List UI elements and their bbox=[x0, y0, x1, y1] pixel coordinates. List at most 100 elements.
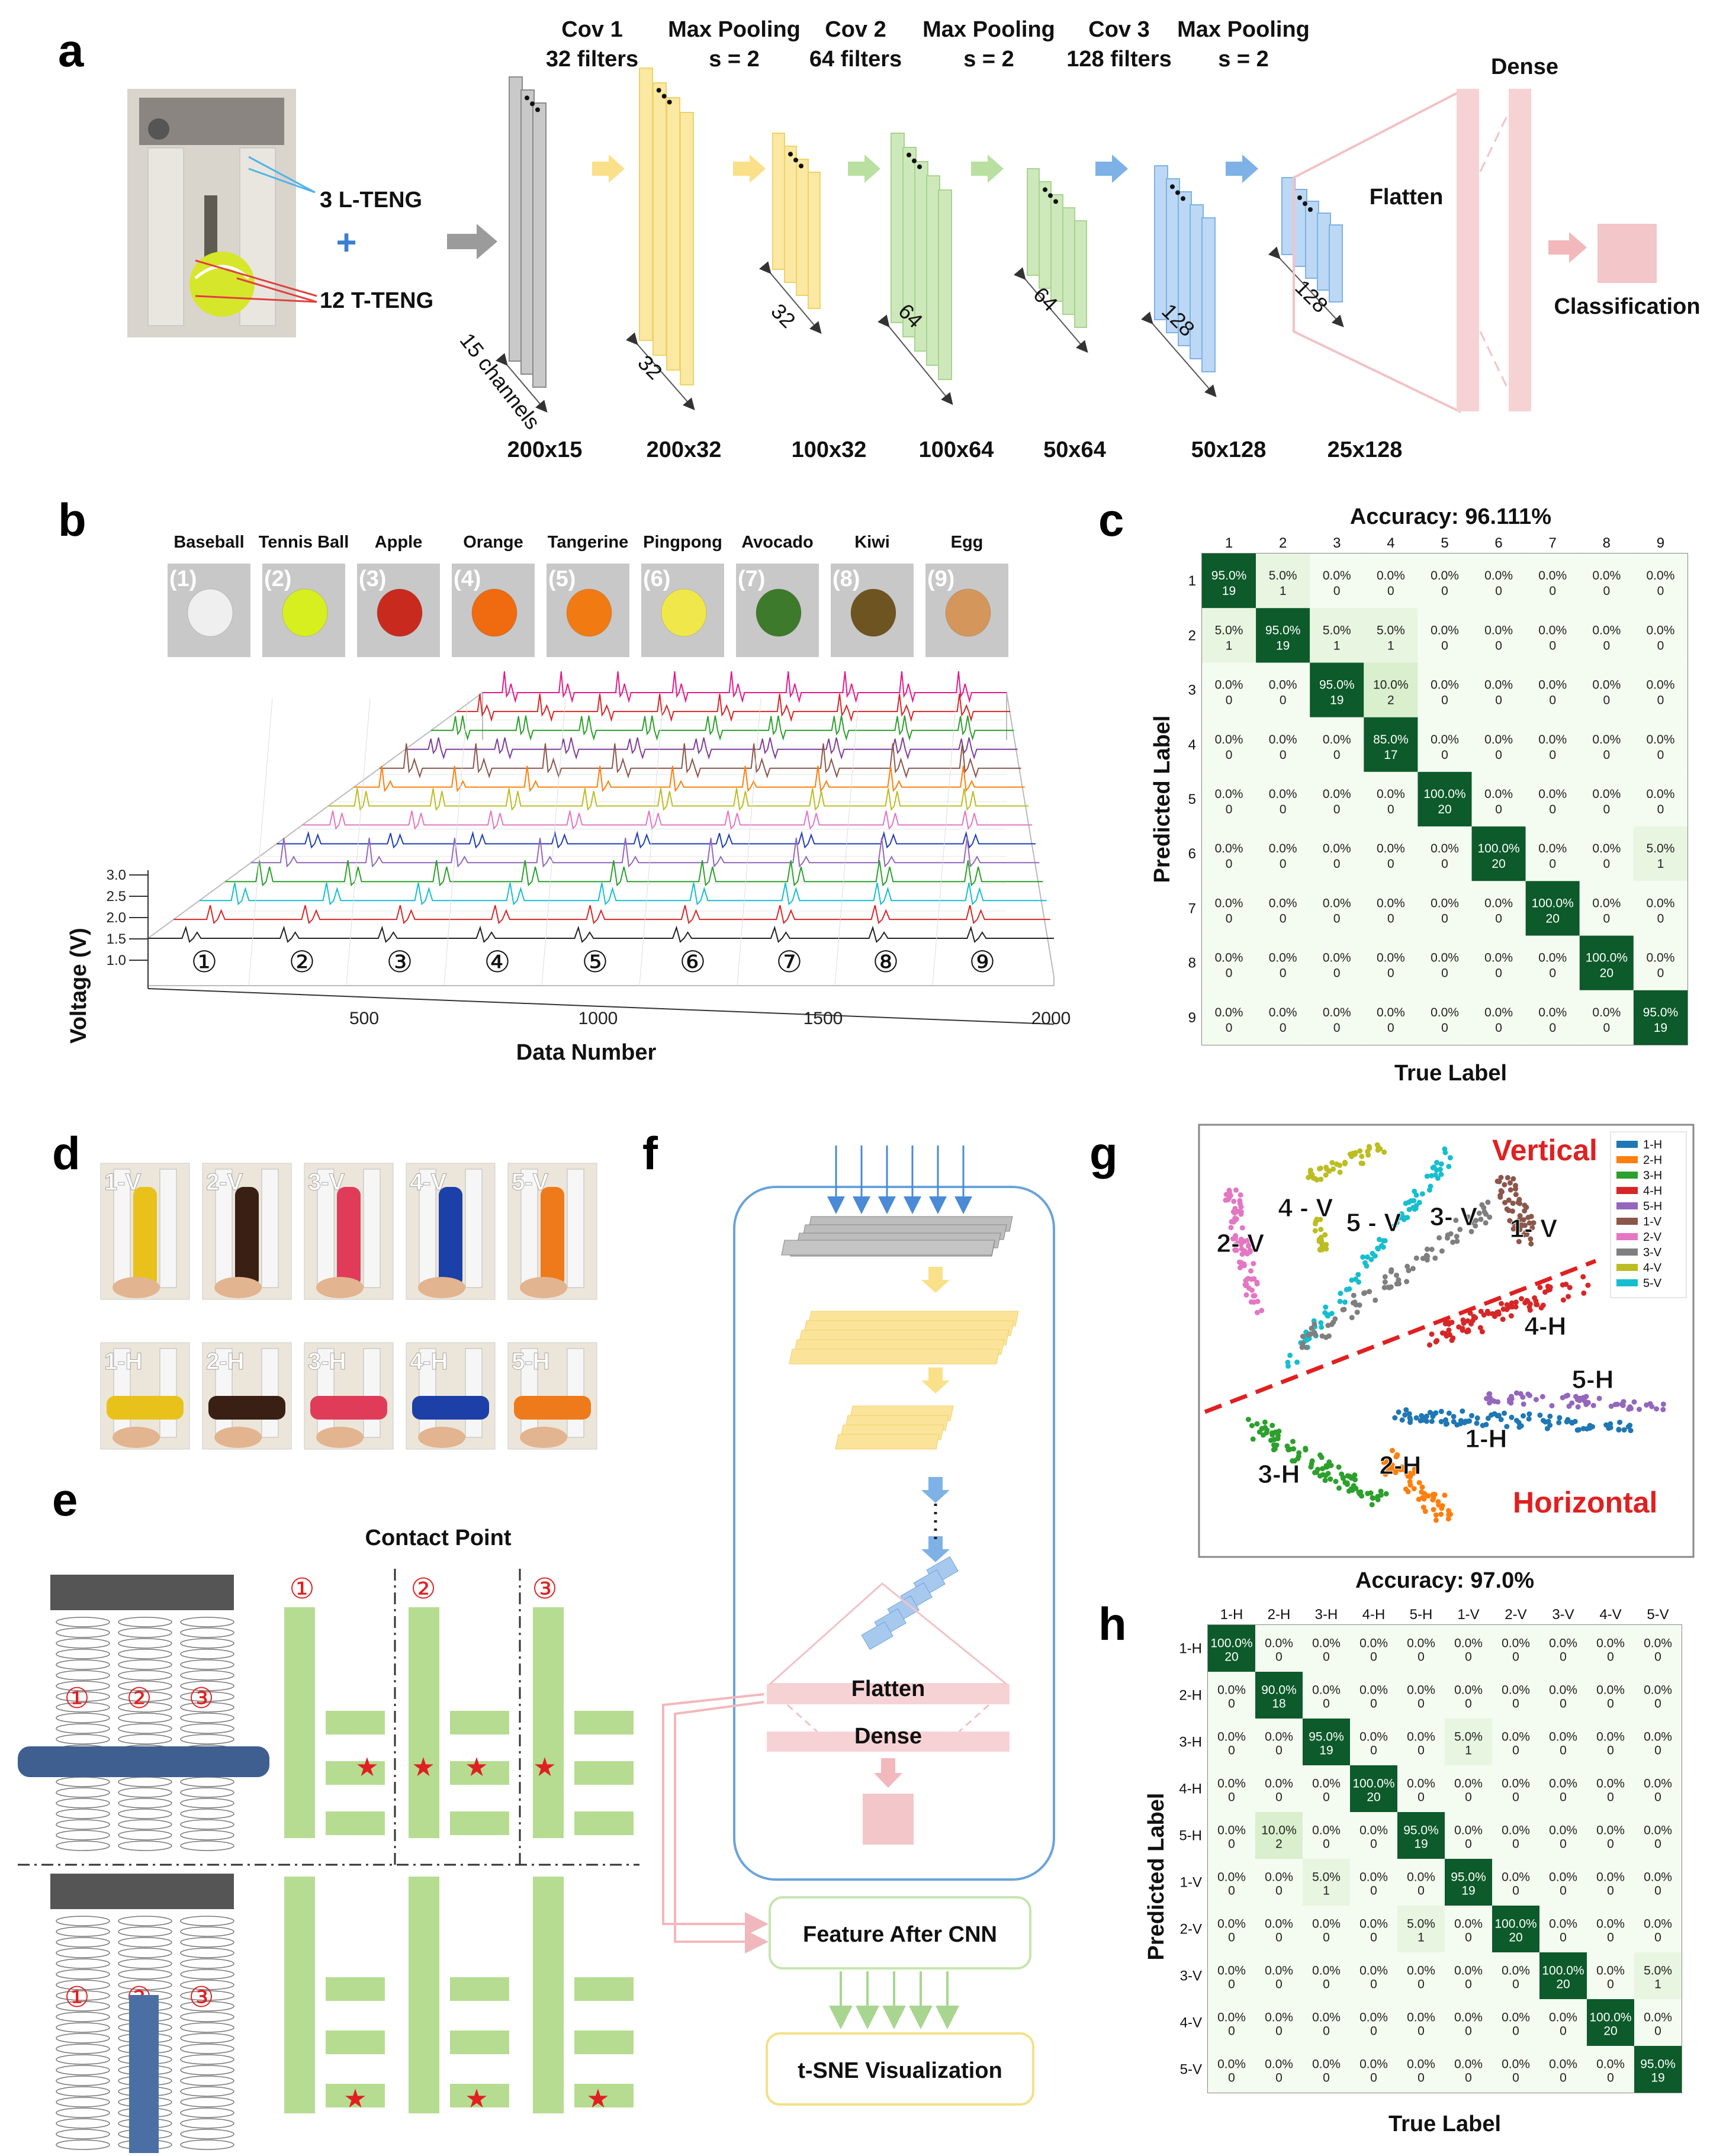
cell-count: 0 bbox=[1418, 1978, 1425, 1991]
cell-percent: 95.0% bbox=[1309, 1730, 1344, 1744]
tsne-point bbox=[1478, 1308, 1484, 1314]
layer-title: Cov 2 bbox=[825, 17, 886, 42]
object-shape bbox=[337, 1187, 361, 1288]
tsne-point bbox=[1465, 1214, 1471, 1220]
finger-segment bbox=[56, 1713, 110, 1723]
cluster-label: 2- V bbox=[1217, 1229, 1265, 1258]
cell-count: 0 bbox=[1549, 639, 1556, 652]
cell-percent: 0.0% bbox=[1312, 1824, 1341, 1838]
tsne-point bbox=[1382, 1238, 1388, 1244]
cell-percent: 0.0% bbox=[1312, 2058, 1341, 2071]
cell-percent: 0.0% bbox=[1269, 1006, 1297, 1019]
cell-count: 0 bbox=[1333, 1021, 1341, 1035]
tsne-point bbox=[1424, 1173, 1430, 1179]
panel-c: c Accuracy: 96.111% 95.0%195.0%10.0%00.0… bbox=[1098, 494, 1688, 1086]
cell-percent: 0.0% bbox=[1647, 787, 1675, 801]
cell-count: 0 bbox=[1495, 1021, 1502, 1035]
gripper-finger bbox=[520, 1348, 538, 1438]
cell-percent: 0.0% bbox=[1454, 2058, 1483, 2071]
sensor-pad bbox=[326, 2030, 385, 2054]
finger-segment bbox=[56, 2054, 110, 2065]
gripper-finger bbox=[520, 1169, 538, 1288]
tsne-point bbox=[1590, 1402, 1596, 1408]
finger-segment bbox=[180, 1798, 234, 1809]
tsne-point bbox=[1406, 1206, 1412, 1212]
feature-map-layer bbox=[784, 146, 797, 283]
tsne-point bbox=[1583, 1394, 1589, 1399]
contact-star-icon: ★ bbox=[465, 2084, 488, 2113]
x-axis-label: True Label bbox=[1394, 1061, 1507, 1086]
tsne-point bbox=[1473, 1218, 1479, 1224]
cell-count: 20 bbox=[1509, 1931, 1522, 1945]
cell-count: 0 bbox=[1280, 857, 1287, 871]
dimension-label: 50x128 bbox=[1191, 437, 1267, 462]
layer-title: Cov 3 bbox=[1088, 17, 1149, 42]
tsne-point bbox=[1324, 1166, 1330, 1172]
cell-count: 0 bbox=[1323, 1791, 1330, 1804]
cell-count: 0 bbox=[1495, 694, 1502, 707]
cell-percent: 0.0% bbox=[1502, 2058, 1530, 2071]
contact-star-icon: ★ bbox=[465, 1753, 488, 1782]
cell-count: 0 bbox=[1333, 967, 1341, 980]
tsne-point bbox=[1528, 1241, 1534, 1247]
tsne-point bbox=[1309, 1325, 1314, 1331]
matrix-cell bbox=[1350, 1625, 1397, 1672]
tsne-point bbox=[1333, 1479, 1339, 1484]
hand-shape bbox=[418, 1427, 465, 1448]
feature-label: Feature After CNN bbox=[803, 1922, 997, 1947]
cell-count: 0 bbox=[1228, 1931, 1235, 1945]
legend-label: 1-V bbox=[1643, 1215, 1662, 1228]
plot-box-edge bbox=[147, 692, 1055, 977]
cell-count: 0 bbox=[1657, 584, 1664, 598]
finger-segment bbox=[180, 2118, 234, 2129]
tsne-point bbox=[1427, 1410, 1433, 1415]
feature-map-layer bbox=[808, 172, 821, 309]
cell-percent: 0.0% bbox=[1596, 1964, 1625, 1978]
tsne-point bbox=[1360, 1161, 1365, 1166]
tsne-point bbox=[1378, 1488, 1384, 1494]
tsne-point bbox=[1243, 1292, 1249, 1298]
tsne-point bbox=[1654, 1406, 1660, 1412]
tsne-point bbox=[1435, 1499, 1441, 1505]
finger-segment bbox=[180, 1670, 234, 1681]
matrix-cell bbox=[1364, 990, 1418, 1045]
feature-map-layer bbox=[772, 133, 785, 270]
legend-swatch bbox=[1616, 1233, 1638, 1240]
cell-count: 0 bbox=[1387, 1021, 1394, 1035]
row-label: 4-V bbox=[1180, 2015, 1202, 2031]
voltage-trace bbox=[353, 765, 1025, 793]
matrix-cell bbox=[1202, 554, 1256, 609]
gripper-finger bbox=[215, 1348, 233, 1438]
tsne-point bbox=[1460, 1327, 1465, 1333]
matrix-cell bbox=[1208, 1859, 1255, 1906]
cell-count: 0 bbox=[1370, 2071, 1377, 2085]
cell-percent: 0.0% bbox=[1407, 2058, 1435, 2071]
cell-percent: 0.0% bbox=[1647, 678, 1675, 692]
horizontal-object bbox=[18, 1746, 269, 1777]
tsne-point bbox=[1481, 1209, 1487, 1215]
tsne-point bbox=[1575, 1404, 1581, 1410]
tsne-point bbox=[1408, 1198, 1414, 1204]
finger-index-label: ① bbox=[64, 1982, 89, 2013]
ellipsis-dot bbox=[788, 152, 793, 157]
tsne-point bbox=[1323, 1172, 1329, 1178]
finger-index-label: ③ bbox=[188, 1683, 214, 1714]
tsne-point bbox=[1563, 1282, 1569, 1287]
finger-segment bbox=[180, 1627, 234, 1638]
finger-segment bbox=[118, 1926, 172, 1937]
finger-segment bbox=[118, 1617, 172, 1627]
sensor-pad bbox=[450, 1711, 509, 1735]
feature-map-layer bbox=[666, 97, 680, 371]
tsne-point bbox=[1284, 1443, 1290, 1449]
tsne-point bbox=[1352, 1477, 1358, 1483]
confusion-matrix-c: 95.0%195.0%10.0%00.0%00.0%00.0%00.0%00.0… bbox=[1188, 535, 1688, 1045]
legend: 1-H2-H3-H4-H5-H1-V2-V3-V4-V5-V bbox=[1610, 1131, 1687, 1298]
matrix-cell bbox=[1634, 1719, 1682, 1765]
tsne-point bbox=[1254, 1281, 1260, 1287]
cell-count: 0 bbox=[1441, 967, 1448, 980]
tsne-point bbox=[1474, 1420, 1480, 1426]
matrix-cell bbox=[1539, 2046, 1587, 2093]
tsne-point bbox=[1516, 1424, 1522, 1430]
finger-segment bbox=[118, 1681, 172, 1691]
